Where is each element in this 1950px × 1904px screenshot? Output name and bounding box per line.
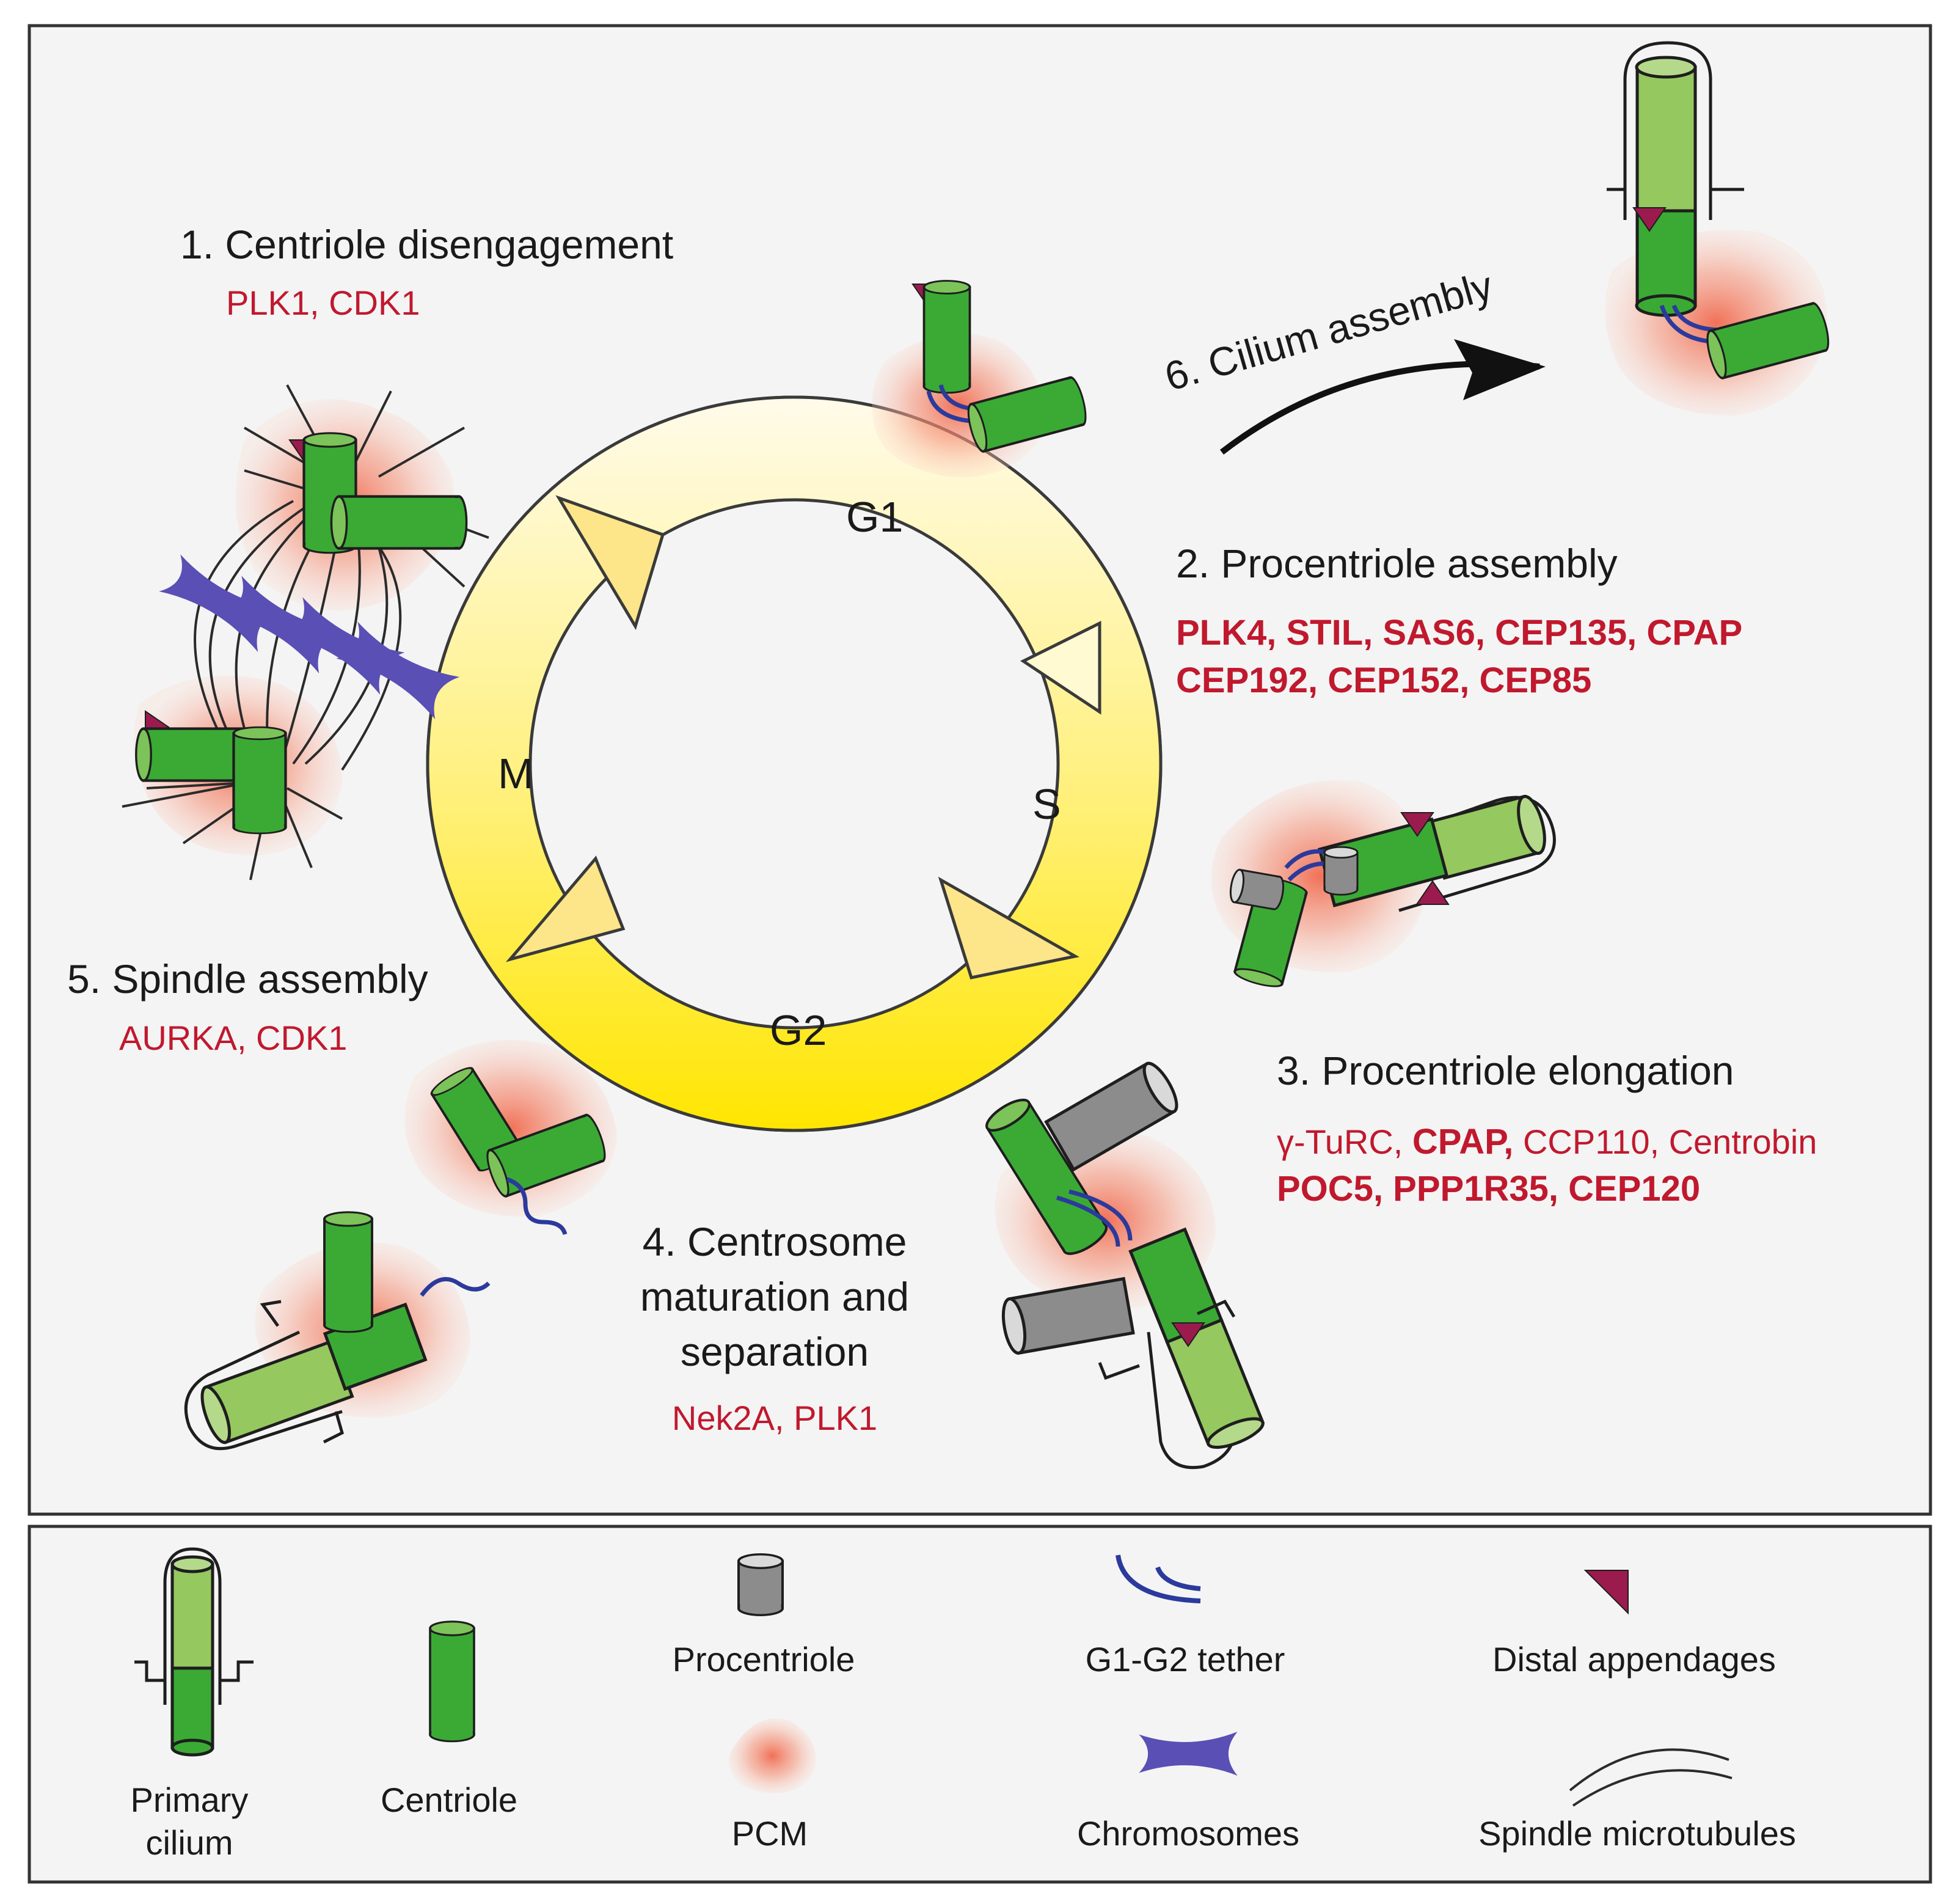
legend-tether [1116,1554,1201,1603]
stage1-title: 1. Centriole disengagement [180,222,673,267]
cell-cycle-ring [426,395,1163,1132]
legend-pcm [729,1718,816,1793]
phase-g2-label: G2 [770,1006,827,1054]
legend-primary-cilium-label-2: cilium [145,1823,233,1862]
arrowhead-right-bottom [938,876,1080,979]
legend-distal-appendage [1583,1570,1629,1615]
legend-procentriole [739,1554,783,1615]
g1-centrosome [872,279,1091,478]
stage2-proteins-line2: CEP192, CEP152, CEP85 [1176,661,1591,700]
legend-centriole-label: Centriole [381,1781,517,1819]
legend-primary-cilium-label-1: Primary [131,1781,249,1819]
phase-g1-label: G1 [846,493,903,541]
ciliated-centrosome-top-right [1605,41,1833,416]
legend-spindle-microtubules-label: Spindle microtubules [1478,1814,1796,1853]
stage4-title-line1: 4. Centrosome [643,1219,907,1264]
stage4-title-line3: separation [681,1329,869,1374]
arrowhead-left-bottom [505,855,626,962]
stage3-title: 3. Procentriole elongation [1277,1048,1734,1093]
legend-pcm-label: PCM [732,1814,808,1853]
legend-distal-appendages-label: Distal appendages [1492,1640,1776,1679]
stage3-protein-gturc: γ-TuRC, [1277,1122,1412,1161]
phase-s-label: S [1032,780,1061,828]
legend-chromosomes-label: Chromosomes [1077,1814,1299,1853]
stage2-proteins-line1: PLK4, STIL, SAS6, CEP135, CPAP [1176,613,1742,653]
stage4-title-line2: maturation and [640,1274,909,1319]
arrowhead-top-left [555,495,665,631]
cycle-arrowheads [505,495,1101,979]
legend-centriole [429,1620,475,1743]
legend-procentriole-label: Procentriole [673,1640,855,1679]
legend-tether-label: G1-G2 tether [1086,1640,1285,1679]
arrowhead-right-top [1020,620,1101,715]
stage3-protein-rest: CCP110, Centrobin [1513,1122,1817,1161]
procentriole-elongation-illustration [982,1061,1265,1470]
stage1-proteins: PLK1, CDK1 [226,284,420,322]
stage2-title: 2. Procentriole assembly [1176,541,1618,586]
spindle-illustration [122,384,489,881]
legend-spindle-microtubules [1569,1748,1733,1807]
legend-primary-cilium [134,1547,254,1757]
stage3-proteins-line2: POC5, PPP1R35, CEP120 [1277,1169,1700,1209]
cilium-assembly-arrowhead [1454,339,1546,400]
stage3-protein-cpap: CPAP, [1412,1122,1513,1162]
phase-m-label: M [498,750,533,797]
centrosome-maturation-illustration [184,1039,617,1451]
stage4-proteins: Nek2A, PLK1 [672,1399,877,1437]
procentriole-assembly-illustration [1211,780,1556,991]
stage5-proteins: AURKA, CDK1 [119,1019,347,1057]
stage5-title: 5. Spindle assembly [67,956,428,1001]
stage3-proteins-line1: γ-TuRC, CPAP, CCP110, Centrobin [1277,1122,1817,1162]
